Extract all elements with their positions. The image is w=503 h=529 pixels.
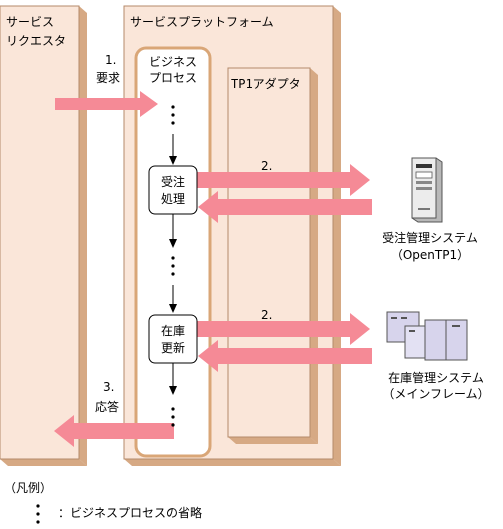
arrow-order-out <box>196 164 370 196</box>
arrow-response <box>54 415 174 447</box>
step-response-number: 3. <box>103 380 114 394</box>
legend-ellipsis-icon <box>36 504 40 524</box>
step-response-label: 応答 <box>95 399 119 414</box>
step-order-number: 2. <box>261 159 272 173</box>
step-inventory-number: 2. <box>261 308 272 322</box>
requester-label-line2: リクエスタ <box>6 34 66 48</box>
step-request-number: 1. <box>105 53 116 67</box>
platform-label: サービスプラットフォーム <box>130 15 274 29</box>
ellipsis-top <box>171 105 175 125</box>
business-process-label-line2: プロセス <box>149 71 197 85</box>
task-inventory-line2: 更新 <box>161 340 185 355</box>
legend-title: （凡例） <box>4 481 52 495</box>
step-request-label: 要求 <box>96 71 120 85</box>
task-inventory-line1: 在庫 <box>161 324 185 338</box>
order-system-sub: （OpenTP1） <box>391 248 469 262</box>
task-order-processing <box>148 165 198 215</box>
arrow-inventory-in <box>198 340 372 372</box>
inventory-system-sub: （メインフレーム） <box>382 387 489 401</box>
requester-label-line1: サービス <box>6 15 54 29</box>
inventory-system-name: 在庫管理システム <box>388 370 484 385</box>
arrow-order-in <box>198 191 372 223</box>
task-order-line1: 受注 <box>161 174 185 189</box>
order-system-name: 受注管理システム <box>382 230 478 245</box>
service-requester-panel: サービス リクエスタ <box>0 5 87 466</box>
mainframe-icon <box>386 311 468 361</box>
ellipsis-middle <box>171 256 175 276</box>
ellipsis-bottom <box>171 407 175 427</box>
legend: （凡例） ：ビジネスプロセスの省略 <box>4 481 202 524</box>
server-icon <box>411 157 443 223</box>
tp1-adapter-panel: TP1アダプタ <box>227 67 318 444</box>
process-flow: 受注 処理 在庫 更新 <box>148 105 198 427</box>
tp1-adapter-label: TP1アダプタ <box>231 76 301 91</box>
task-inventory-update <box>148 314 198 364</box>
legend-ellipsis-description: ：ビジネスプロセスの省略 <box>58 505 202 520</box>
flow-arrows <box>54 91 372 447</box>
arrow-inventory-out <box>196 313 370 345</box>
arrow-request <box>55 91 158 117</box>
business-process-label-line1: ビジネス <box>149 55 197 69</box>
task-order-line2: 処理 <box>161 192 185 206</box>
